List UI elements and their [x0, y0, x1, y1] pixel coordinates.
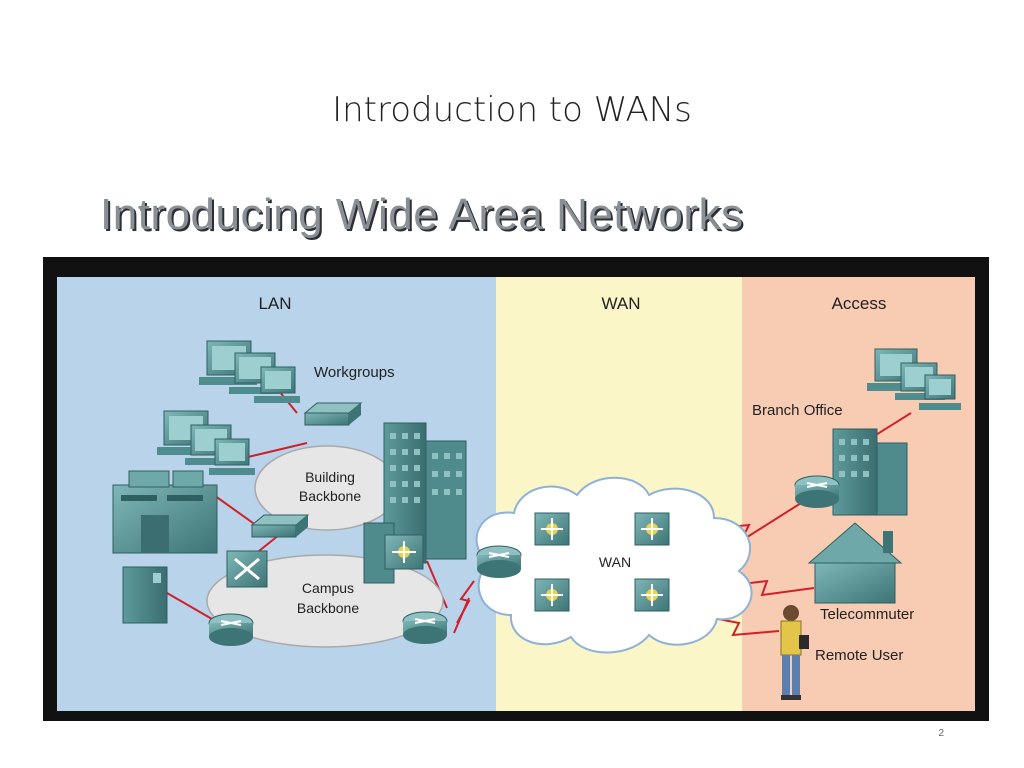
diagram-frame: LAN WAN Access Buildi: [43, 257, 989, 721]
building-backbone-label-line1: Building: [305, 469, 355, 485]
workgroup-pc-icon: [157, 410, 255, 475]
workgroups-label: Workgroups: [314, 364, 395, 381]
tower-server-icon: [122, 566, 168, 624]
lan-zone-label: LAN: [258, 294, 291, 313]
remote-user-label: Remote User: [815, 647, 903, 664]
workgroup-switch-icon: [303, 402, 363, 426]
server-icon: [112, 470, 218, 554]
wan-switch-icon: [534, 512, 570, 546]
page-number: 2: [938, 728, 944, 739]
building-switch-icon: [384, 534, 424, 570]
router-icon: [208, 613, 254, 646]
multilayer-switch-icon: [226, 550, 268, 588]
router-icon: [476, 545, 522, 578]
slide-subtitle: Introducing Wide Area Networks: [100, 190, 744, 239]
router-icon: [794, 475, 840, 508]
wan-switch-icon: [634, 578, 670, 612]
branch-office-building-icon: [832, 428, 908, 516]
router-icon: [402, 611, 448, 644]
house-icon: [807, 522, 903, 604]
branch-office-label: Branch Office: [752, 402, 843, 419]
telecommuter-label: Telecommuter: [820, 606, 914, 623]
workgroup-switch-icon: [250, 514, 310, 538]
wan-switch-icon: [534, 578, 570, 612]
wan-switch-icon: [634, 512, 670, 546]
remote-user-icon: [780, 605, 809, 700]
workgroup-pc-icon: [199, 340, 300, 403]
network-diagram: LAN WAN Access Buildi: [57, 277, 975, 711]
slide-title: Introduction to WANs: [332, 90, 692, 130]
campus-backbone-label-line1: Campus: [302, 580, 354, 596]
campus-backbone-label-line2: Backbone: [297, 600, 359, 616]
access-zone-label: Access: [832, 294, 887, 313]
branch-pc-icon: [867, 348, 961, 410]
wan-cloud-label: WAN: [599, 554, 631, 570]
building-backbone-label-line2: Backbone: [299, 488, 361, 504]
wan-zone-label: WAN: [601, 294, 640, 313]
